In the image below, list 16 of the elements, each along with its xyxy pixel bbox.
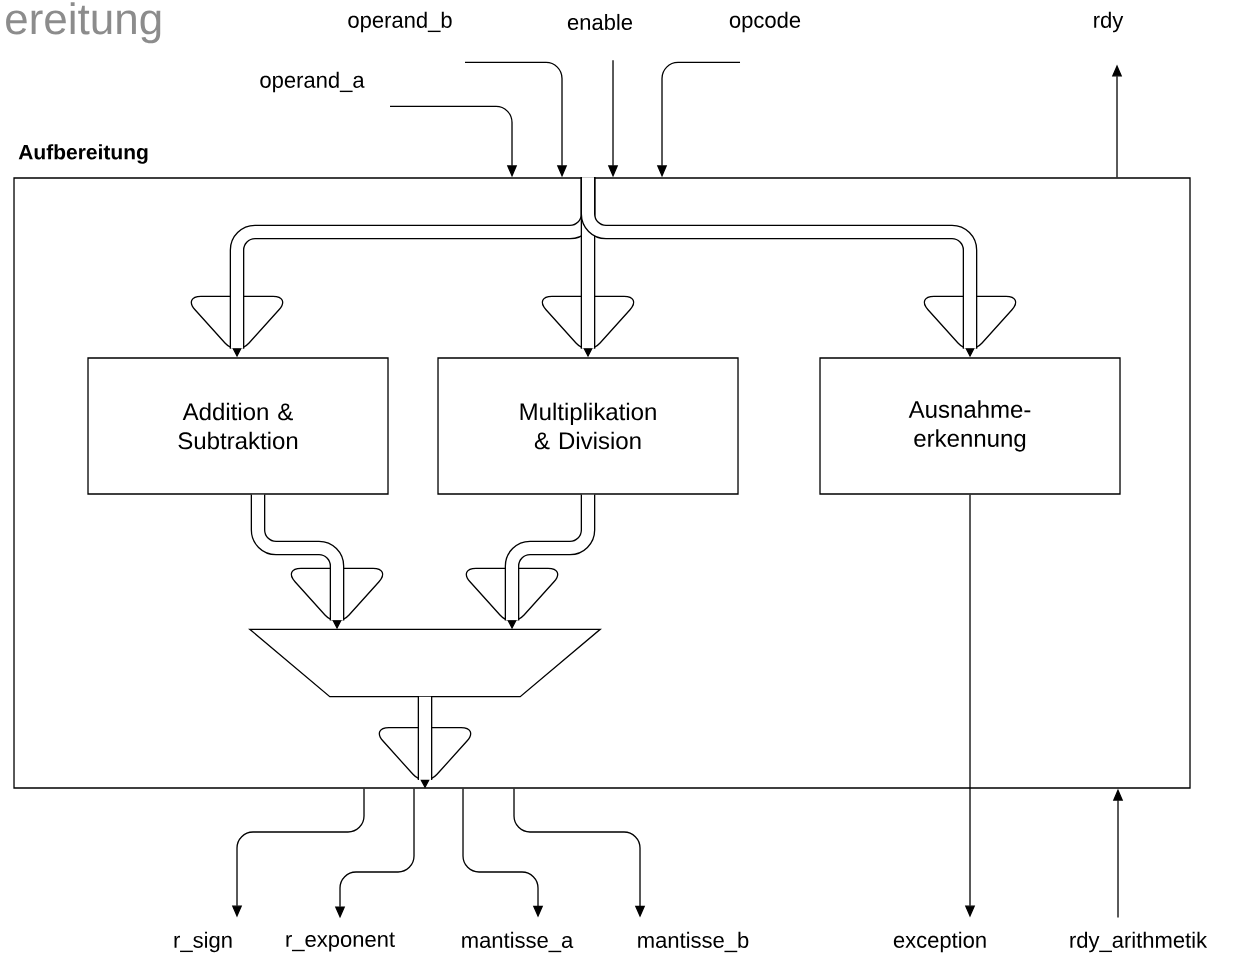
signal-label: operand_b [348, 11, 452, 33]
signal-label: r_sign [174, 931, 232, 953]
signal-label: enable [567, 13, 633, 31]
process-box: Addition & Subtraktion [87, 357, 389, 495]
signal-label: mantisse_a [462, 931, 574, 953]
signal-label: operand_a [260, 71, 365, 93]
signal-label: exception [893, 931, 986, 953]
signal-label: opcode [729, 11, 801, 33]
signal-label: rdy_arithmetik [1070, 931, 1208, 953]
signal-label: rdy [1094, 11, 1124, 33]
slide-title: ereitung [6, 2, 161, 44]
block-heading: Aufbereitung [18, 144, 148, 164]
signal-label: mantisse_b [638, 931, 749, 953]
signal-label: r_exponent [286, 932, 395, 952]
process-box: Ausnahme-erkennung [819, 357, 1121, 495]
process-box: Multiplikation & Division [437, 357, 739, 495]
